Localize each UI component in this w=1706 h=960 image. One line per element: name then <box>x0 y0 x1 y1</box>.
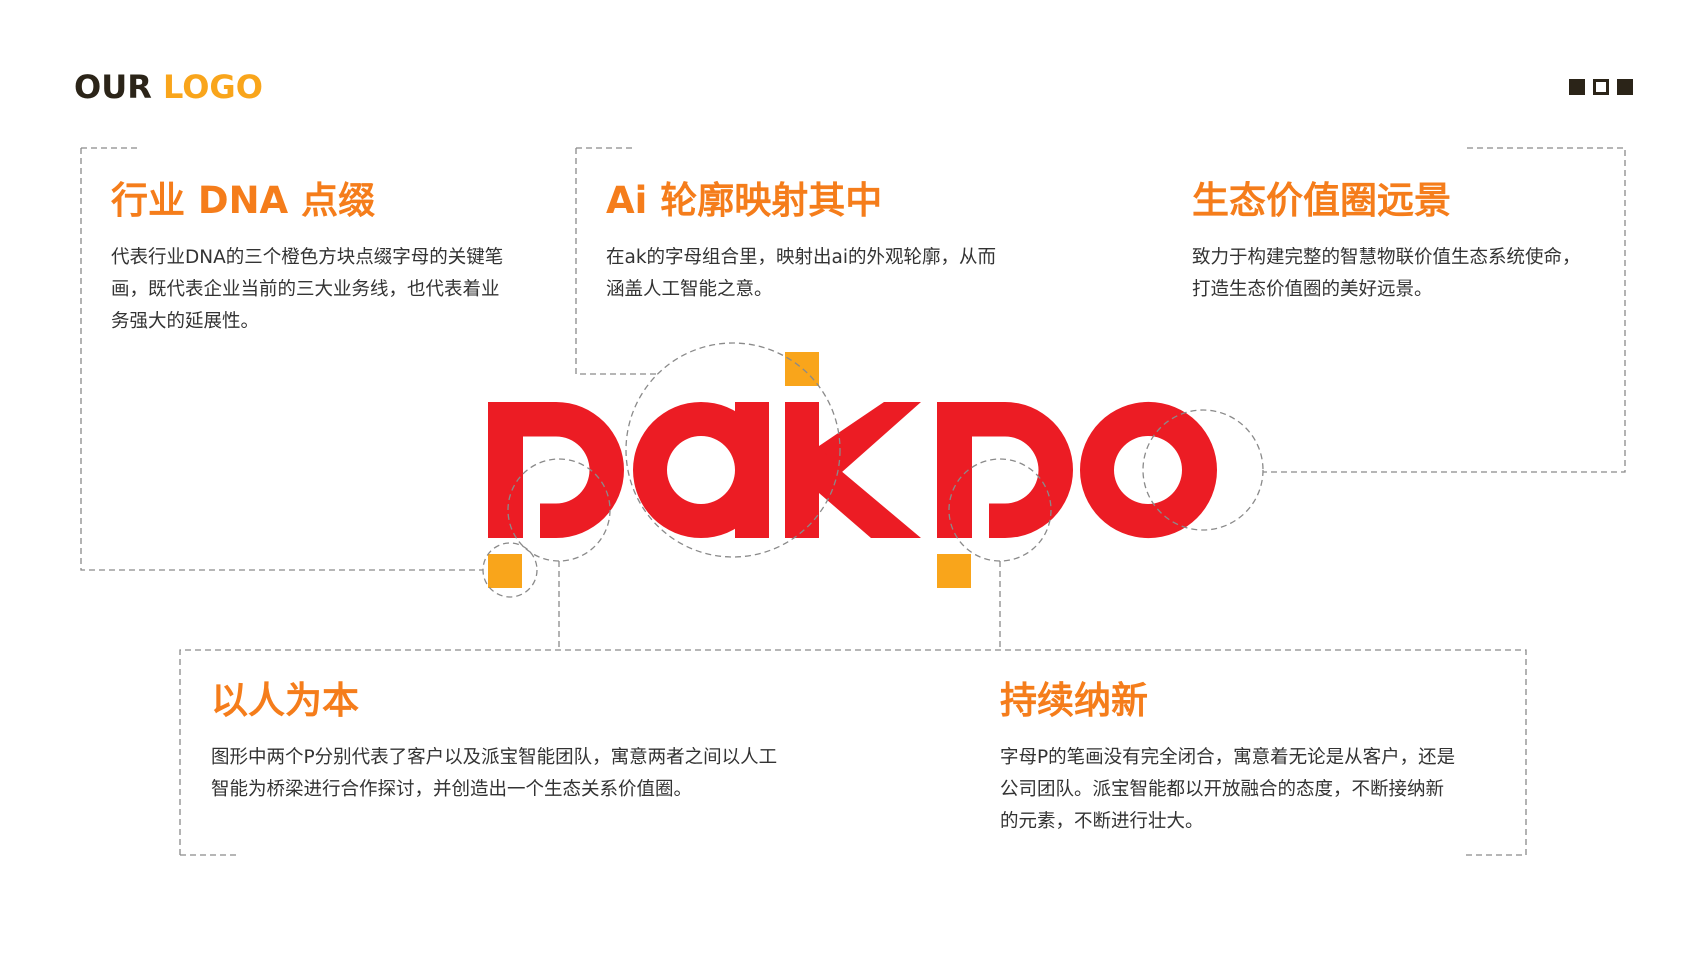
box-frame-dna <box>80 147 483 571</box>
section-body: 图形中两个P分别代表了客户以及派宝智能团队，寓意两者之间以人工智能为桥梁进行合作… <box>211 747 778 800</box>
section-title: 以人为本 <box>211 679 359 722</box>
filled-square-icon <box>1617 79 1633 95</box>
guide-circle-p1 <box>507 458 611 562</box>
box-frame-bottom <box>179 649 1527 856</box>
section-ai-outline: Ai 轮廓映射其中 在ak的字母组合里，映射出ai的外观轮廓，从而涵盖人工智能之… <box>606 178 996 306</box>
guide-circle-p2 <box>948 458 1052 562</box>
slide-indicator <box>1569 79 1633 95</box>
section-body: 致力于构建完整的智慧物联价值生态系统使命，打造生态价值圈的美好远景。 <box>1192 247 1581 300</box>
hollow-square-icon <box>1593 79 1609 95</box>
box-frame-ai <box>575 147 660 375</box>
logo-letter-k-arm-lower <box>819 446 921 538</box>
guide-circle-ai <box>625 342 841 558</box>
section-title: 行业 DNA 点缀 <box>111 179 376 222</box>
title-logo: LOGO <box>162 68 263 106</box>
section-body: 在ak的字母组合里，映射出ai的外观轮廓，从而涵盖人工智能之意。 <box>606 247 997 300</box>
orange-dots <box>488 352 971 588</box>
logo-letter-k-stem <box>785 402 819 538</box>
title-our: OUR <box>74 68 152 106</box>
orange-square-top <box>785 352 819 386</box>
section-continuous-renewal: 持续纳新 字母P的笔画没有完全闭合，寓意着无论是从客户，还是公司团队。派宝智能都… <box>1000 678 1455 838</box>
section-title: Ai 轮廓映射其中 <box>606 179 883 222</box>
page-title: OUR LOGO <box>74 68 263 106</box>
box-frame-eco <box>1263 147 1626 473</box>
section-body: 代表行业DNA的三个橙色方块点缀字母的关键笔画，既代表企业当前的三大业务线，也代… <box>111 247 504 332</box>
section-ecosystem-vision: 生态价值圈远景 致力于构建完整的智慧物联价值生态系统使命，打造生态价值圈的美好远… <box>1192 178 1581 306</box>
filled-square-icon <box>1569 79 1585 95</box>
orange-square-right <box>937 554 971 588</box>
section-industry-dna: 行业 DNA 点缀 代表行业DNA的三个橙色方块点缀字母的关键笔画，既代表企业当… <box>111 178 503 338</box>
guide-circle-o <box>1142 409 1264 531</box>
section-title: 生态价值圈远景 <box>1192 179 1451 222</box>
section-people-oriented: 以人为本 图形中两个P分别代表了客户以及派宝智能团队，寓意两者之间以人工智能为桥… <box>211 678 777 806</box>
guide-lines <box>80 147 1626 856</box>
logo-letter-k-arm-upper <box>819 402 921 493</box>
logo-letter-p1 <box>488 402 624 538</box>
orange-square-left <box>488 554 522 588</box>
logo-letter-a-stem <box>735 402 769 538</box>
section-title: 持续纳新 <box>1000 679 1148 722</box>
logo-letter-o <box>1080 401 1218 539</box>
section-body: 字母P的笔画没有完全闭合，寓意着无论是从客户，还是公司团队。派宝智能都以开放融合… <box>1000 747 1456 832</box>
logo-letter-p2 <box>937 402 1073 538</box>
logo-wordmark <box>488 401 1218 539</box>
